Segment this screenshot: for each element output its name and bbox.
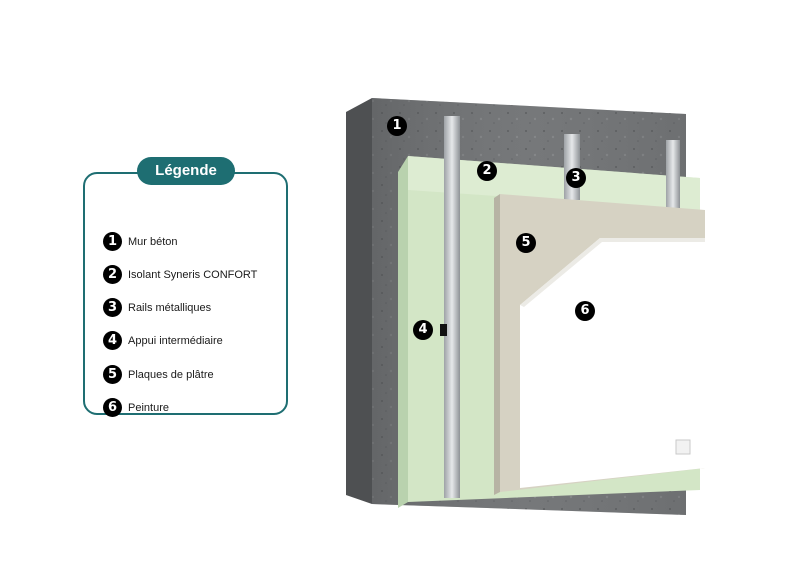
electrical-outlet-icon bbox=[675, 439, 691, 455]
legend-title: Légende bbox=[137, 157, 235, 185]
marker-3: 3 bbox=[566, 168, 586, 188]
legend-number-1: 1 bbox=[103, 232, 122, 251]
legend-label: Plaques de plâtre bbox=[128, 368, 214, 381]
marker-4: 4 bbox=[413, 320, 433, 340]
legend-item-appui: 4 Appui intermédiaire bbox=[103, 331, 223, 350]
marker-5: 5 bbox=[516, 233, 536, 253]
legend-label: Peinture bbox=[128, 401, 169, 414]
legend-label: Mur béton bbox=[128, 235, 178, 248]
legend-item-rails: 3 Rails métalliques bbox=[103, 298, 211, 317]
marker-6: 6 bbox=[575, 301, 595, 321]
legend-number-2: 2 bbox=[103, 265, 122, 284]
legend-label: Rails métalliques bbox=[128, 301, 212, 314]
legend-label: Appui intermédiaire bbox=[128, 334, 223, 347]
legend-number-5: 5 bbox=[103, 365, 122, 384]
legend-item-mur-beton: 1 Mur béton bbox=[103, 232, 178, 251]
marker-1: 1 bbox=[387, 116, 407, 136]
legend-number-3: 3 bbox=[103, 298, 122, 317]
legend-number-4: 4 bbox=[103, 331, 122, 350]
legend-item-isolant: 2 Isolant Syneris CONFORT bbox=[103, 265, 257, 284]
intermediate-support bbox=[440, 324, 447, 336]
legend-number-6: 6 bbox=[103, 398, 122, 417]
marker-2: 2 bbox=[477, 161, 497, 181]
legend-item-peinture: 6 Peinture bbox=[103, 398, 169, 417]
legend-panel: 1 Mur béton 2 Isolant Syneris CONFORT 3 … bbox=[83, 172, 288, 417]
legend-item-plaques: 5 Plaques de plâtre bbox=[103, 365, 214, 384]
legend-label: Isolant Syneris CONFORT bbox=[128, 268, 258, 281]
paint-layer bbox=[520, 238, 705, 488]
